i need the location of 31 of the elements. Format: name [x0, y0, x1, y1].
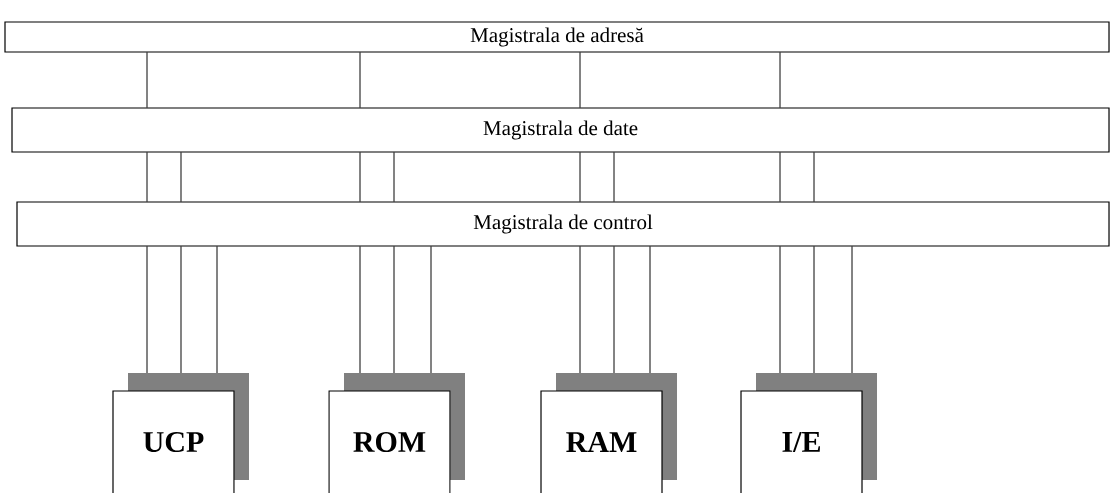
bus-bar: Magistrala de adresă — [4, 21, 1110, 53]
bus-line — [359, 245, 361, 374]
bus-line — [579, 51, 581, 109]
bus-line — [430, 245, 432, 374]
bus-line — [613, 245, 615, 374]
bus-line — [393, 151, 395, 203]
bus-line — [146, 51, 148, 109]
bus-line — [779, 51, 781, 109]
bus-line — [216, 245, 218, 374]
bus-line — [813, 245, 815, 374]
bus-line — [359, 151, 361, 203]
bus-line — [359, 51, 361, 109]
component-box: UCP — [112, 373, 249, 493]
component-box: ROM — [328, 373, 465, 493]
component-box: I/E — [740, 373, 877, 493]
bus-line — [146, 151, 148, 203]
bus-line — [579, 151, 581, 203]
bus-line — [180, 151, 182, 203]
bus-line — [851, 245, 853, 374]
bus-line — [613, 151, 615, 203]
bus-line — [579, 245, 581, 374]
bus-line — [393, 245, 395, 374]
bus-line — [146, 245, 148, 374]
component-box: RAM — [540, 373, 677, 493]
bus-line — [779, 151, 781, 203]
bus-line — [813, 151, 815, 203]
bus-line — [180, 245, 182, 374]
bus-line — [649, 245, 651, 374]
bus-line — [779, 245, 781, 374]
bus-bar: Magistrala de control — [16, 201, 1110, 247]
bus-bar: Magistrala de date — [11, 107, 1110, 153]
